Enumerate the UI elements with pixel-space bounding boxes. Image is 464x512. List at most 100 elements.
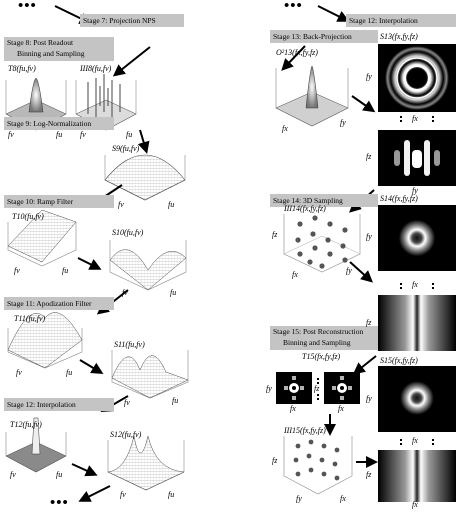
plot-t12 xyxy=(5,417,67,473)
arrow-stage10-internal xyxy=(77,257,102,270)
axis-fv-t11: fv xyxy=(16,368,22,377)
stage-10-header: Stage 10: Ramp Filter xyxy=(4,195,114,208)
axis-fy-s14: fy xyxy=(366,232,372,241)
dotted-separator-s14 xyxy=(400,283,434,289)
axis-fv-s11: fv xyxy=(124,398,130,407)
axis-fx-iii14: fx xyxy=(292,270,298,279)
axis-fu-t8: fu xyxy=(56,130,63,139)
label-iii14: III14(fx,fy,fz) xyxy=(284,204,326,213)
label-t11: T11(fu,fv) xyxy=(14,314,46,323)
label-s11: S11(fu,fv) xyxy=(114,340,145,349)
arrow-stage11-internal xyxy=(79,359,104,375)
arrow-to-stage13 xyxy=(281,45,306,71)
axis-fy-iii14: fy xyxy=(346,266,352,275)
axis-fv-s9: fv xyxy=(118,200,124,209)
label-s15: S15(fx,fy,fz) xyxy=(380,356,418,365)
ellipsis-top-left: ••• xyxy=(18,0,37,14)
arrow-top-right xyxy=(317,5,350,22)
arrow-bottom-left xyxy=(78,485,111,502)
label-s13: S13(fx,fy,fz) xyxy=(380,32,418,41)
label-t10: T10(fu,fv) xyxy=(12,212,44,221)
image-s14-xz xyxy=(378,295,456,351)
arrow-s14-right xyxy=(349,261,373,283)
label-iii15: III15(fx,fy,fz) xyxy=(284,426,326,435)
plot-s11 xyxy=(111,350,189,399)
label-t15: T15(fx,fy,fz) xyxy=(302,352,341,361)
axis-fx-s13: fx xyxy=(412,114,418,123)
plot-iii15 xyxy=(283,436,353,495)
stage-9-header: Stage 9: Log-Normalization xyxy=(4,117,114,130)
axis-fu-iii8: fu xyxy=(126,130,133,139)
axis-fz-s15: fz xyxy=(366,470,372,479)
axis-fx-t15-b: fx xyxy=(338,404,344,413)
stage-12-left-header: Stage 12: Interpolation xyxy=(4,398,114,411)
label-s12: S12(fu,fv) xyxy=(110,430,142,439)
axis-fx-o13: fx xyxy=(282,124,288,133)
stage-12-right-header: Stage 12: Interpolation xyxy=(346,14,456,27)
stage-15-line2: Binning and Sampling xyxy=(283,337,351,347)
axis-fy-o13: fy xyxy=(340,118,346,127)
arrow-stage12-internal xyxy=(71,463,98,477)
label-s14: S14(fx,fy,fz) xyxy=(380,194,418,203)
stage-15-header: Stage 15: Post Reconstruction Binning an… xyxy=(270,326,378,350)
plot-s10 xyxy=(109,240,187,291)
ellipsis-top-right: ••• xyxy=(284,0,303,14)
axis-fv-t12: fv xyxy=(10,470,16,479)
axis-fu-t12: fu xyxy=(56,470,63,479)
dotted-separator-s13 xyxy=(400,116,434,122)
axis-fu-t11: fu xyxy=(66,368,73,377)
stage-7-header: Stage 7: Projection NPS xyxy=(80,14,184,27)
axis-fu-t10: fu xyxy=(62,266,69,275)
axis-fx-s14: fx xyxy=(412,280,418,289)
stage-8-line2: Binning and Sampling xyxy=(17,48,85,58)
axis-fz-s14: fz xyxy=(366,318,372,327)
plot-t10 xyxy=(7,209,77,267)
axis-fz-s13: fz xyxy=(366,152,372,161)
axis-fy-s13: fy xyxy=(366,72,372,81)
axis-fv-s12: fv xyxy=(120,490,126,499)
plot-t11 xyxy=(7,312,83,369)
axis-fx-s15: fx xyxy=(412,436,418,445)
plot-s9 xyxy=(104,154,186,201)
ellipsis-bottom-left: ••• xyxy=(50,495,69,511)
arrow-s13-right xyxy=(351,95,376,113)
axis-fx-s15-bottom: fx xyxy=(412,500,418,509)
stage-15-line1: Stage 15: Post Reconstruction xyxy=(273,327,364,336)
axis-fv-t10: fv xyxy=(14,266,20,275)
axis-fz-iii14: fz xyxy=(272,230,278,239)
plot-iii14 xyxy=(283,214,361,273)
axis-fz-t15: fz xyxy=(314,384,320,393)
arrow-stage8-to-9 xyxy=(137,129,150,154)
arrow-to-stage15 xyxy=(352,355,377,375)
stage-8-line1: Stage 8: Post Readout xyxy=(7,38,74,47)
axis-fv-t8: fv xyxy=(8,130,14,139)
axis-fv-s10: fv xyxy=(122,288,128,297)
plot-o13 xyxy=(275,65,349,127)
plot-iii8 xyxy=(75,74,137,131)
stage-14-header: Stage 14: 3D Sampling xyxy=(270,194,378,207)
axis-fu-s10: fu xyxy=(170,288,177,297)
axis-fv-iii8: fv xyxy=(80,130,86,139)
plot-s12 xyxy=(107,435,185,491)
label-s10: S10(fu,fv) xyxy=(112,228,144,237)
axis-fx-t15-a: fx xyxy=(290,404,296,413)
image-s15-xz xyxy=(378,450,456,502)
dotted-separator-s15 xyxy=(400,439,434,445)
axis-fy-s13-bottom: fy xyxy=(412,186,418,195)
axis-fy-s15: fy xyxy=(366,394,372,403)
axis-fu-s11: fu xyxy=(172,396,179,405)
label-iii8: III8(fu,fv) xyxy=(80,64,112,73)
axis-fu-s12: fu xyxy=(168,490,175,499)
axis-fx-iii15: fx xyxy=(340,494,346,503)
label-o13: O²13(fx,fy,fz) xyxy=(276,48,318,57)
label-t8: T8(fu,fv) xyxy=(8,64,36,73)
plot-t8 xyxy=(5,77,67,131)
axis-fu-s9: fu xyxy=(168,200,175,209)
stage-8-header: Stage 8: Post Readout Binning and Sampli… xyxy=(4,37,114,61)
axis-fy-iii15: fy xyxy=(296,494,302,503)
stage-13-header: Stage 13: Back-Projection xyxy=(270,30,378,43)
axis-fy-t15: fy xyxy=(266,384,272,393)
arrow-stage7-to-8 xyxy=(112,46,151,77)
stage-11-header: Stage 11: Apodization Filter xyxy=(4,297,114,310)
